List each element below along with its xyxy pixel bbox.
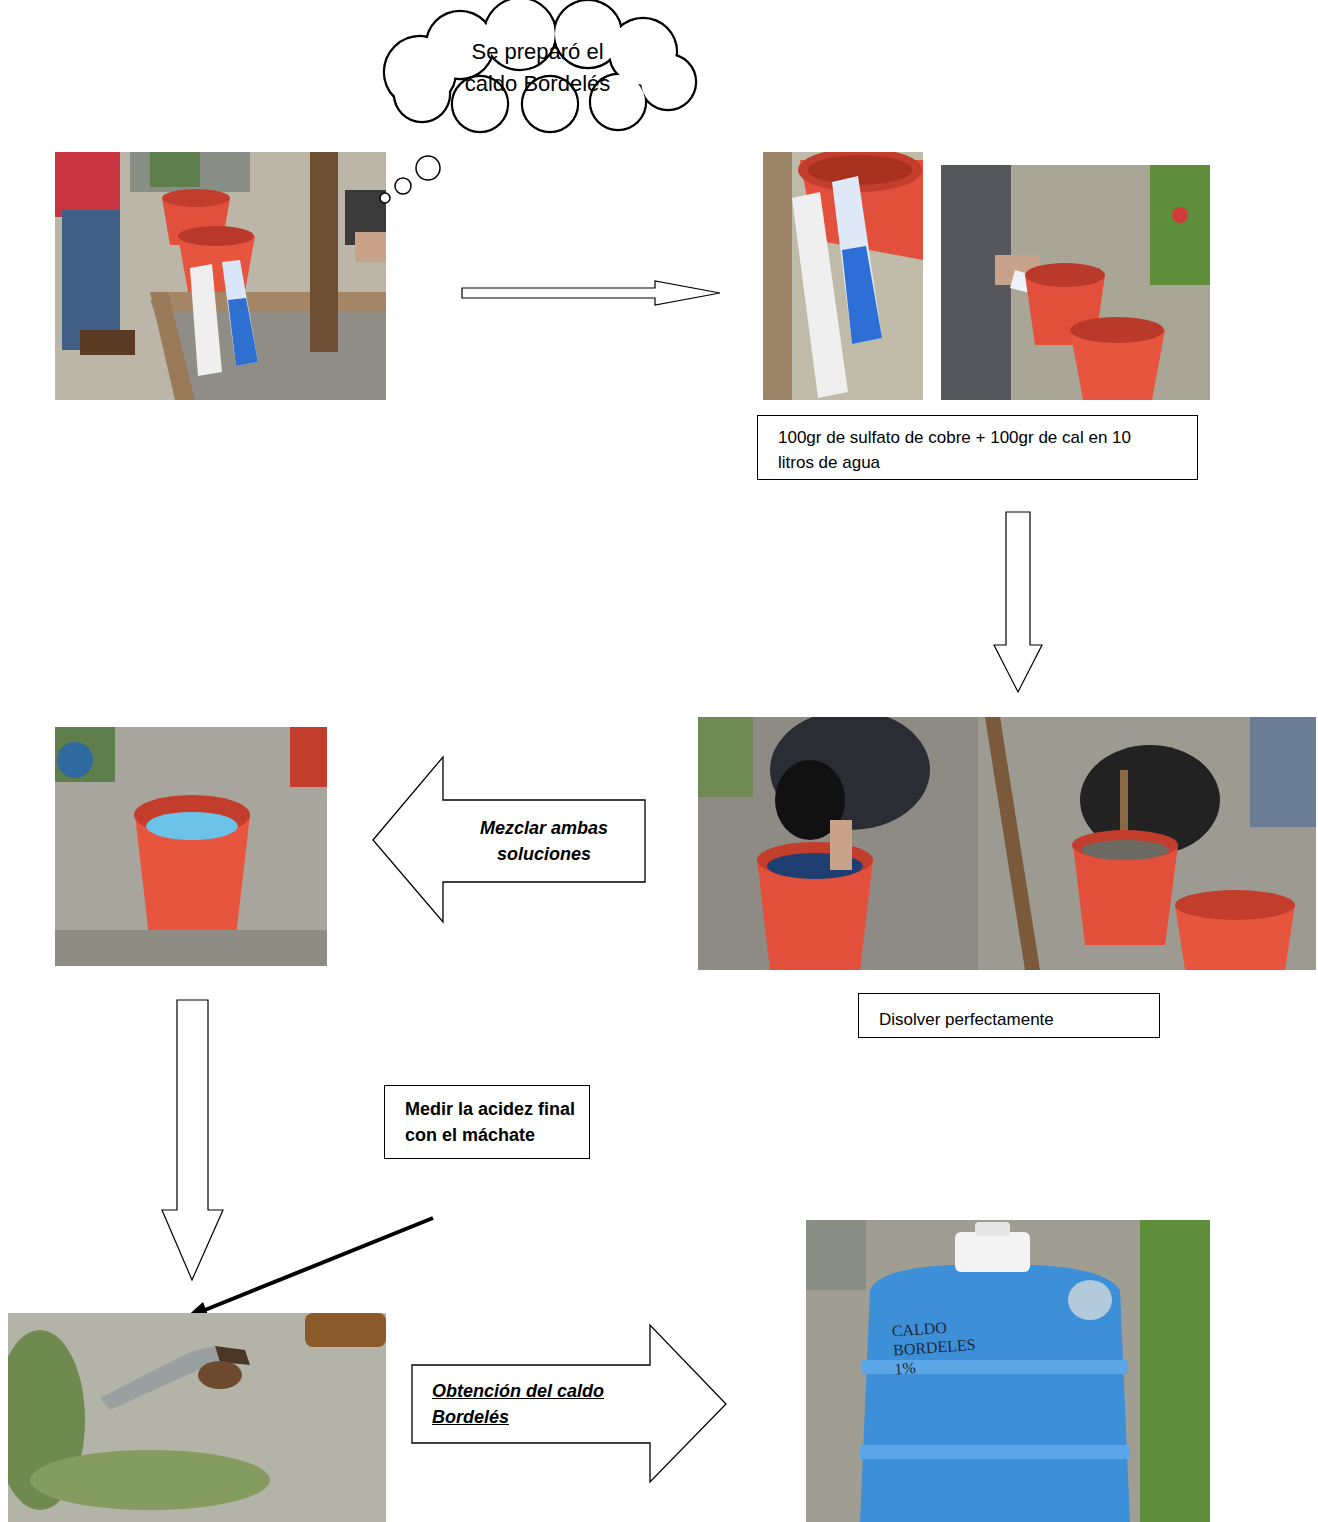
photo-mixed <box>55 727 115 782</box>
photo-jug <box>860 1445 1130 1459</box>
photo-stirring <box>1073 845 1178 945</box>
photo-materials <box>80 330 135 355</box>
photo-machete <box>198 1361 242 1389</box>
hollow-arrow <box>994 512 1042 692</box>
photo-materials <box>150 292 386 312</box>
photo-jug <box>955 1232 1030 1272</box>
photo-jug <box>806 1220 866 1290</box>
cloud-fill <box>641 55 695 109</box>
photo-stirring <box>978 717 1316 970</box>
note-box: Medir la acidez final con el máchate <box>384 1085 590 1159</box>
node-text: Obtención del caldo Bordelés <box>432 1378 640 1430</box>
node-text: Disolver perfectamente <box>879 1008 1149 1033</box>
photo-jug <box>860 1265 1130 1522</box>
block-arrow-outline <box>373 757 645 922</box>
photo-materials <box>55 152 386 400</box>
block-arrow-shape <box>412 1325 726 1482</box>
photo-pouring <box>941 165 1210 400</box>
note-box: Disolver perfectamente <box>858 993 1160 1038</box>
leader-arrow <box>200 1218 433 1312</box>
photo-stirring <box>1175 890 1295 920</box>
photo-bags <box>798 152 922 192</box>
photo-materials <box>310 152 338 352</box>
thought-bubbles <box>380 156 440 203</box>
thought-cloud: Se preparó el caldo Bordelés <box>360 0 715 130</box>
photo-stirring <box>1081 840 1169 860</box>
cloud-fill <box>395 67 449 121</box>
photo-dissolving <box>757 842 873 878</box>
photo-pouring <box>1150 165 1210 285</box>
photo-machete <box>8 1313 386 1522</box>
text-holder: Disolver perfectamente <box>879 1008 1149 1033</box>
node-text: Mezclar ambas soluciones <box>449 815 639 867</box>
text-holder: Obtención del caldo Bordelés <box>412 1365 650 1443</box>
photo-materials <box>130 152 250 192</box>
leader-arrow <box>183 1218 433 1320</box>
thought-bubbles <box>380 193 390 203</box>
note-box: 100gr de sulfato de cobre + 100gr de cal… <box>757 415 1198 480</box>
hollow-arrow <box>462 281 720 305</box>
photo-stirring <box>1072 830 1178 860</box>
photo-stirring <box>978 717 1316 970</box>
photo-mixed <box>55 727 327 966</box>
block-arrow-outline <box>412 1325 727 1482</box>
thought-bubbles <box>416 156 440 180</box>
block-arrow: Mezclar ambas soluciones <box>373 757 645 922</box>
node-text: Medir la acidez final con el máchate <box>405 1096 577 1148</box>
photo-stirring <box>1250 717 1316 827</box>
photo-materials <box>62 210 120 350</box>
photo-pouring <box>1025 263 1105 287</box>
thought-cloud-outline <box>360 0 715 130</box>
photo-materials <box>55 152 386 400</box>
photo-jug <box>1140 1220 1210 1522</box>
photo-pouring <box>1172 207 1188 223</box>
hollow-arrow <box>162 1000 223 1280</box>
photo-bags <box>763 152 923 400</box>
photo-stirring <box>985 717 1040 970</box>
photo-jug <box>1068 1280 1112 1320</box>
photo-mixed <box>290 727 327 787</box>
photo-bags <box>763 152 923 400</box>
photo-materials <box>150 152 200 187</box>
photo-mixed <box>146 812 238 840</box>
photo-mixed <box>55 930 327 966</box>
photo-bags <box>842 246 882 344</box>
photo-jug <box>975 1222 1010 1236</box>
photo-dissolving <box>830 820 852 870</box>
photo-materials <box>222 260 258 366</box>
text-holder: Medir la acidez final con el máchate <box>405 1096 577 1148</box>
photo-machete <box>30 1450 270 1510</box>
photo-materials <box>178 226 254 246</box>
block-arrow-shape <box>373 757 645 922</box>
block-arrow: Obtención del caldo Bordelés <box>412 1325 727 1482</box>
photo-materials <box>228 298 258 366</box>
photo-materials <box>55 152 120 217</box>
text-holder: 100gr de sulfato de cobre + 100gr de cal… <box>778 426 1142 475</box>
photo-materials <box>190 264 222 376</box>
thought-bubbles <box>395 178 411 194</box>
photo-pouring <box>1070 317 1164 343</box>
photo-mixed <box>57 742 93 778</box>
photo-materials <box>150 292 195 400</box>
photo-mixed <box>55 727 327 966</box>
photo-bags <box>763 152 792 400</box>
photo-pouring <box>941 165 1210 400</box>
photo-materials <box>162 189 230 207</box>
photo-jug <box>806 1220 1210 1522</box>
photo-jug <box>806 1220 1210 1522</box>
photo-dissolving <box>698 717 978 970</box>
photo-bags <box>832 176 882 344</box>
text-holder: Mezclar ambas soluciones <box>443 800 645 882</box>
photo-bags <box>808 155 912 185</box>
photo-dissolving <box>698 717 753 797</box>
photo-machete <box>305 1313 386 1347</box>
text-holder: Se preparó el caldo Bordelés <box>440 25 635 110</box>
photo-materials <box>355 232 386 262</box>
handwritten-label: CALDO BORDELES 1% <box>891 1315 995 1379</box>
node-text: 100gr de sulfato de cobre + 100gr de cal… <box>778 426 1142 475</box>
node-text: Se preparó el caldo Bordelés <box>446 36 629 100</box>
